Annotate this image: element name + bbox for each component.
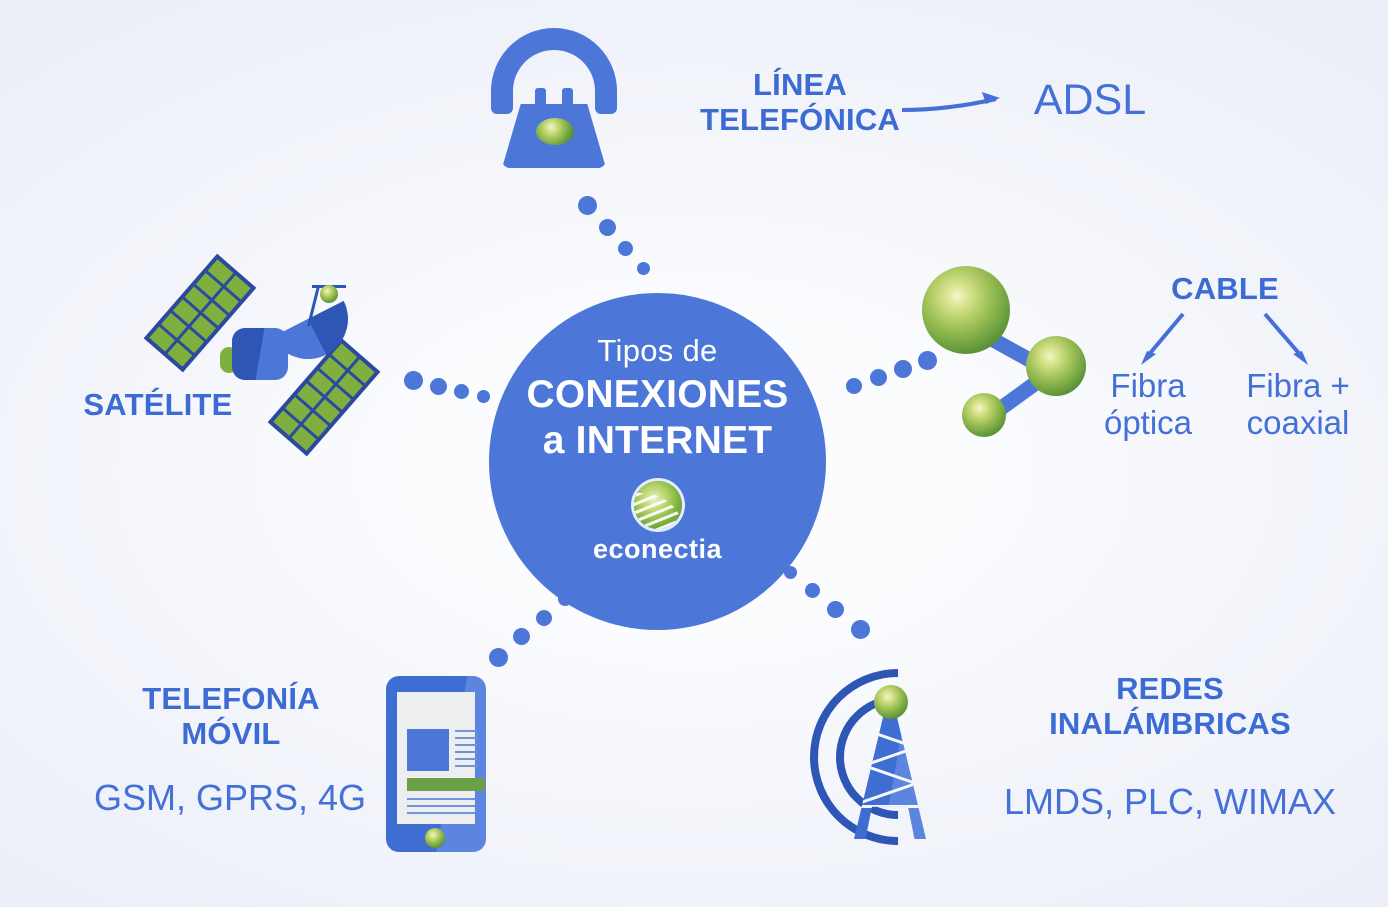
connector-dot [805,583,820,598]
connector-dot [578,196,597,215]
center-hub-circle: Tipos de CONEXIONES a INTERNET econectia [489,293,826,630]
smartphone-screen-part [397,692,485,824]
connector-dot [430,378,447,395]
connector-dot [404,371,423,390]
arrow-to-fibra-optica-icon [1141,312,1185,365]
target-label-gsm-gprs-4g: GSM, GPRS, 4G [93,777,367,818]
connector-dot [870,369,887,386]
connector-dot [918,351,937,370]
satellite-body-part [232,328,288,380]
connector-dot [513,628,530,645]
connector-dot [851,620,870,639]
target-label-adsl: ADSL [1033,76,1147,124]
connector-dot [637,262,650,275]
connector-dot [558,592,572,606]
connector-dot [536,610,552,626]
connector-dot [618,241,633,256]
connector-dot [784,566,797,579]
satellite-icon [143,253,395,457]
connector-dot [846,378,862,394]
satellite-antenna-light [320,285,338,303]
econectia-leaf-logo-icon [633,481,682,529]
connector-dot [894,360,912,378]
branch-label-satelite: SATÉLITE [83,387,233,422]
radio-tower-icon [773,632,1023,882]
connector-dot [827,601,844,618]
target-label-fibra-coaxial: Fibra + coaxial [1246,367,1350,441]
smartphone-home-button [425,828,445,848]
center-title-line1: Tipos de [597,333,718,368]
connector-dot [454,384,469,399]
arrow-to-adsl-icon [901,92,1000,112]
smartphone-icon [386,676,486,852]
telephone-handset-part [491,28,617,114]
arrow-to-fibra-coaxial-icon [1263,312,1308,365]
brand-name: econectia [592,534,723,564]
center-title-line2: CONEXIONES [526,373,789,416]
branch-label-linea-telefonica: LÍNEA TELEFÓNICA [699,67,901,137]
molecule-node-medium [1026,336,1086,396]
telephone-prong-part [562,88,573,116]
connector-dot [489,648,508,667]
smartphone-content-image [407,729,449,771]
connector-dot [599,219,616,236]
branch-label-redes-inalambricas: REDES INALÁMBRICAS [1049,671,1291,741]
target-label-fibra-optica: Fibra óptica [1103,367,1193,441]
logo-swoosh-decoration [633,492,682,529]
telephone-prong-part [535,88,546,116]
molecule-nodes-icon [905,258,1095,448]
molecule-node-large [922,266,1010,354]
branch-label-cable: CABLE [1171,271,1279,306]
brand-logo: econectia [593,481,722,565]
smartphone-content-highlight [407,778,485,791]
center-title-line3: a INTERNET [542,419,773,462]
telephone-dial-light [536,118,574,145]
connector-dot [477,390,490,403]
molecule-node-small [962,393,1006,437]
target-label-lmds-plc-wimax: LMDS, PLC, WIMAX [1003,781,1337,822]
telephone-icon [488,28,620,168]
branch-label-telefonia-movil: TELEFONÍA MÓVIL [142,681,320,751]
tower-beacon-light [874,685,908,719]
